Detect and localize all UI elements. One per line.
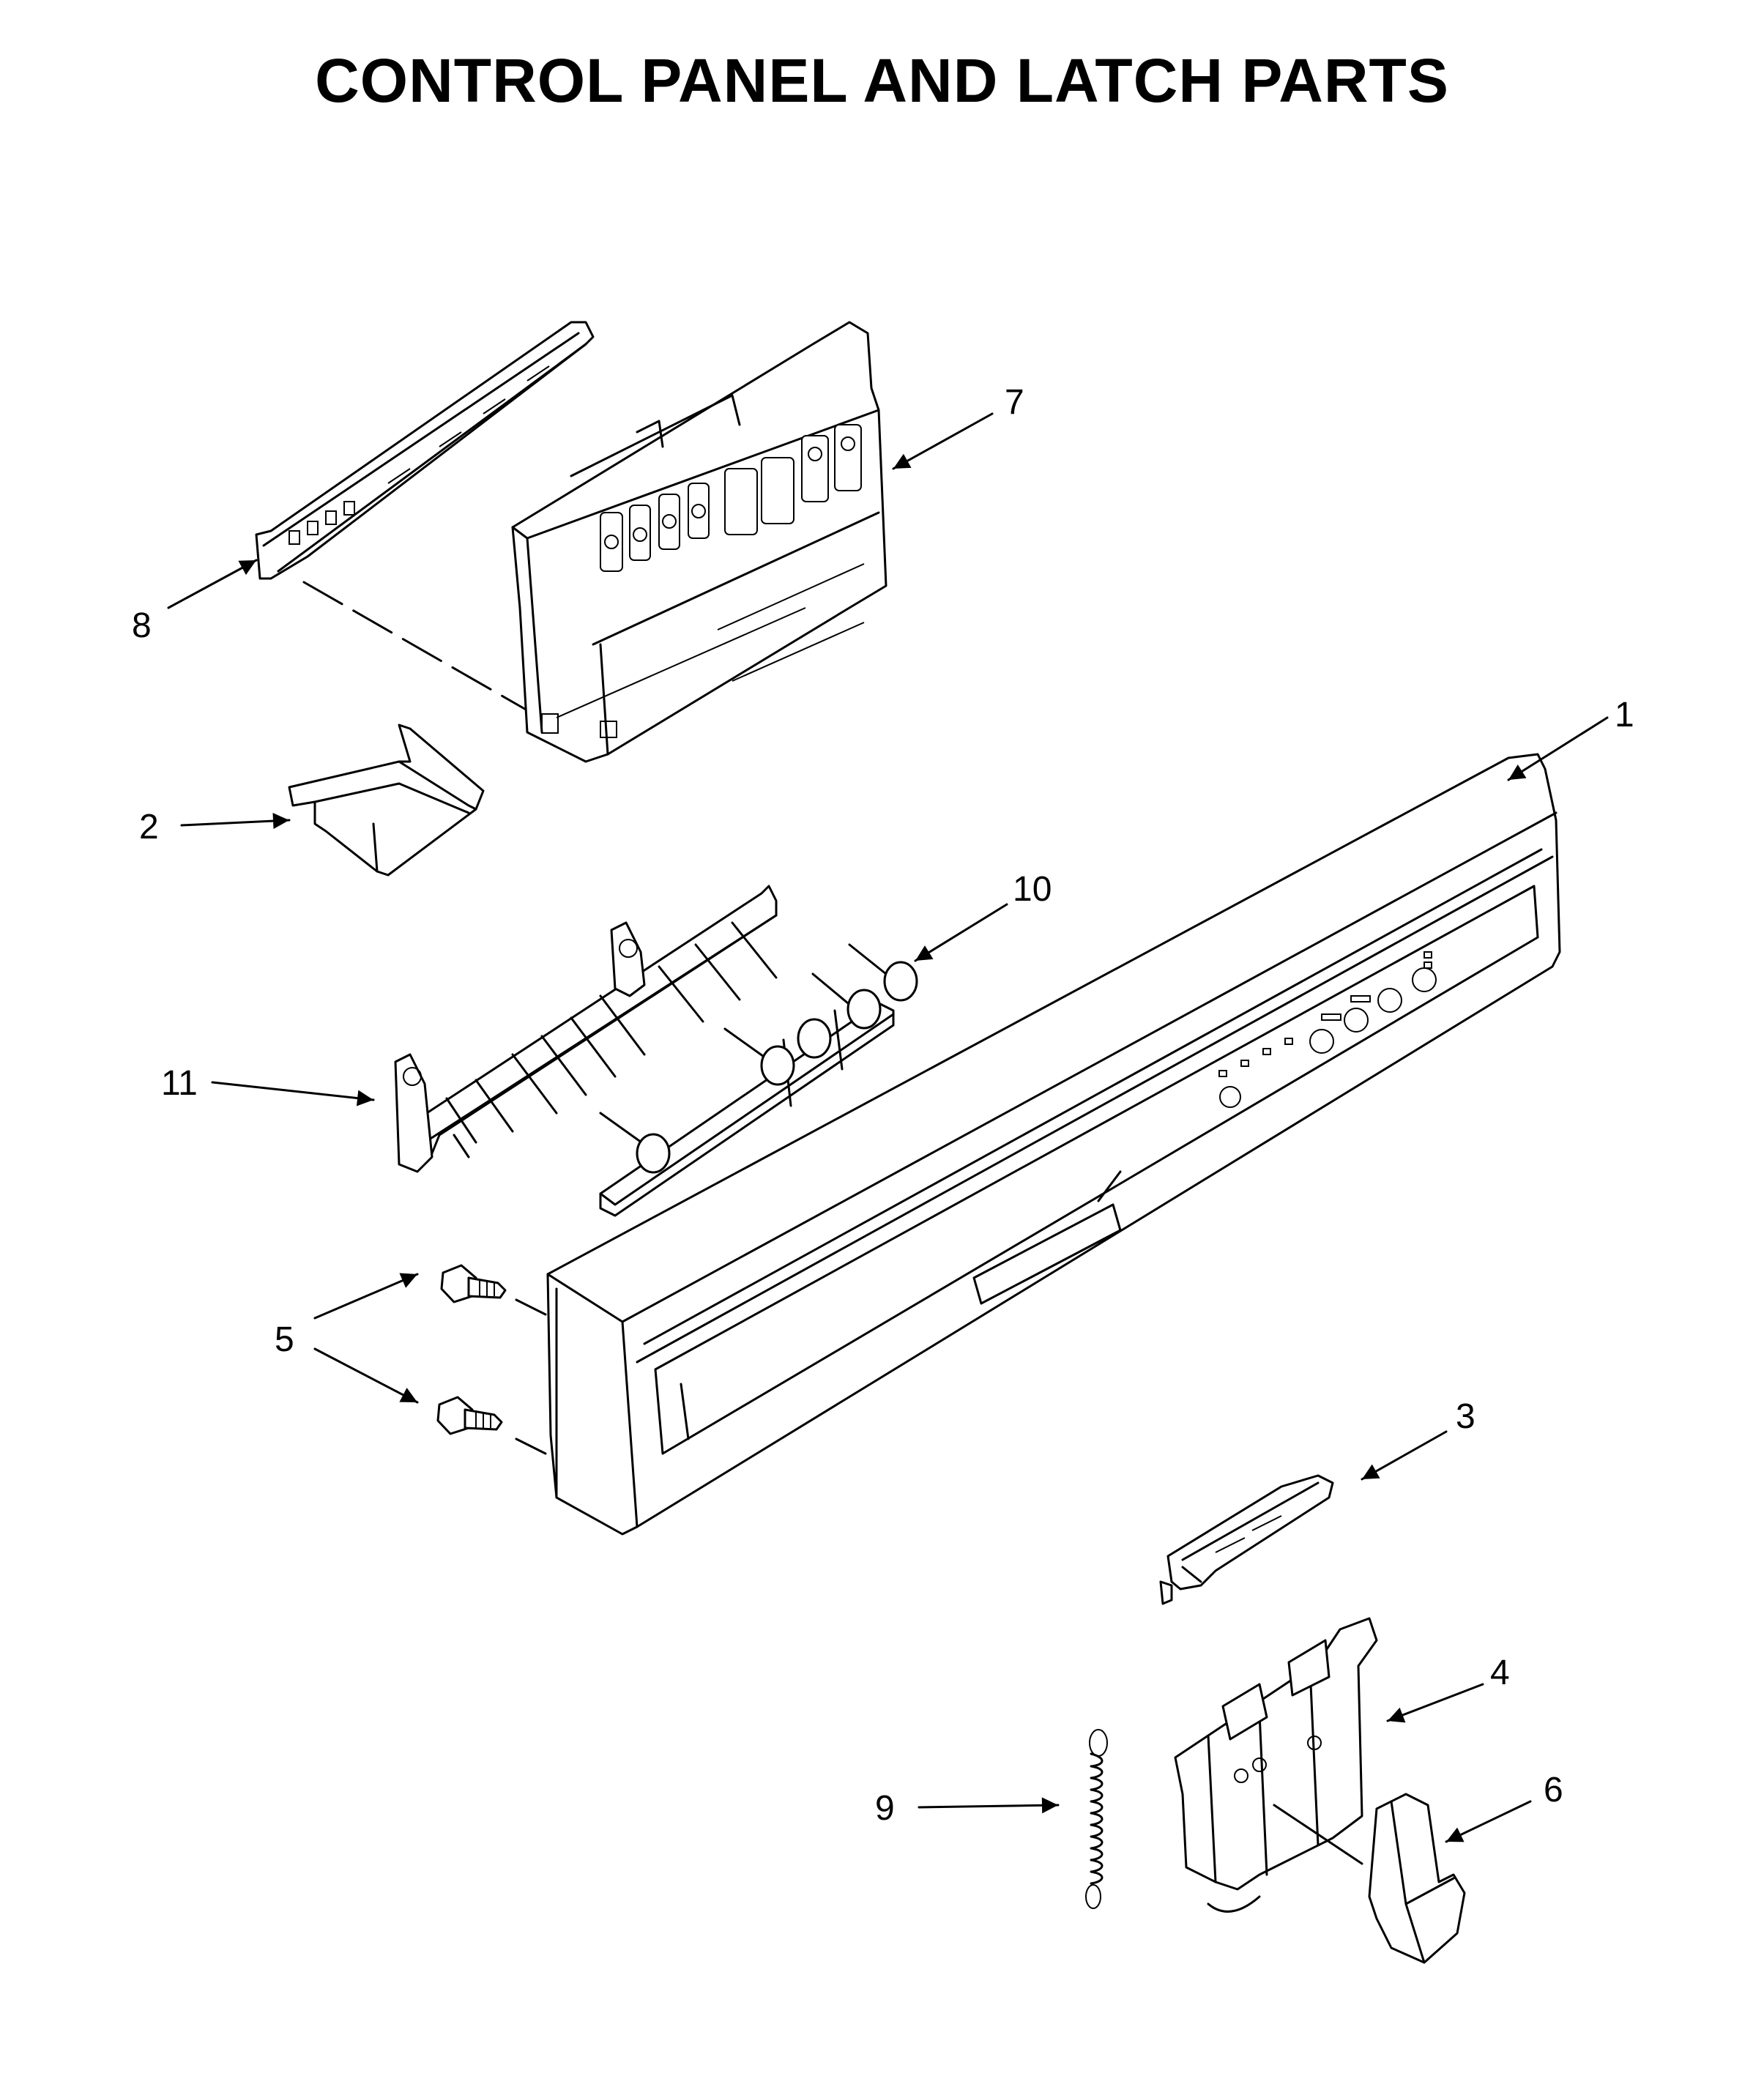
part-1-control-panel[interactable] xyxy=(546,753,1561,1536)
part-2-bracket[interactable] xyxy=(288,723,485,877)
callout-2[interactable]: 2 xyxy=(139,808,159,847)
screw-guide-lower xyxy=(515,1437,547,1455)
callout-8[interactable]: 8 xyxy=(132,606,152,645)
part-4-latch-assembly[interactable] xyxy=(1174,1617,1378,1913)
callout-11[interactable]: 11 xyxy=(161,1064,198,1103)
callout-5[interactable]: 5 xyxy=(275,1320,294,1359)
screw-guide-upper xyxy=(515,1298,547,1316)
part-6-strike[interactable] xyxy=(1368,1793,1466,1964)
part-11-button-bracket[interactable] xyxy=(394,885,918,1217)
part-8-bracket[interactable] xyxy=(255,321,595,580)
page-title: CONTROL PANEL AND LATCH PARTS xyxy=(315,46,1449,115)
part-5-screw-upper[interactable] xyxy=(440,1264,507,1303)
callout-4[interactable]: 4 xyxy=(1490,1654,1510,1692)
callout-1[interactable]: 1 xyxy=(1615,696,1634,734)
callout-arrows xyxy=(167,412,1609,1843)
callout-10[interactable]: 10 xyxy=(1013,870,1052,909)
callout-9[interactable]: 9 xyxy=(875,1789,895,1828)
part-7-control-board[interactable] xyxy=(511,321,887,763)
callout-7[interactable]: 7 xyxy=(1005,383,1024,422)
callout-6[interactable]: 6 xyxy=(1544,1771,1563,1809)
part-9-spring[interactable] xyxy=(1085,1729,1108,1909)
callout-3[interactable]: 3 xyxy=(1456,1397,1475,1436)
part-8-guide-line xyxy=(302,581,529,712)
part-3-latch-handle[interactable] xyxy=(1159,1474,1334,1605)
part-5-screw-lower[interactable] xyxy=(436,1396,503,1435)
latch-guide-line xyxy=(1273,1804,1363,1865)
